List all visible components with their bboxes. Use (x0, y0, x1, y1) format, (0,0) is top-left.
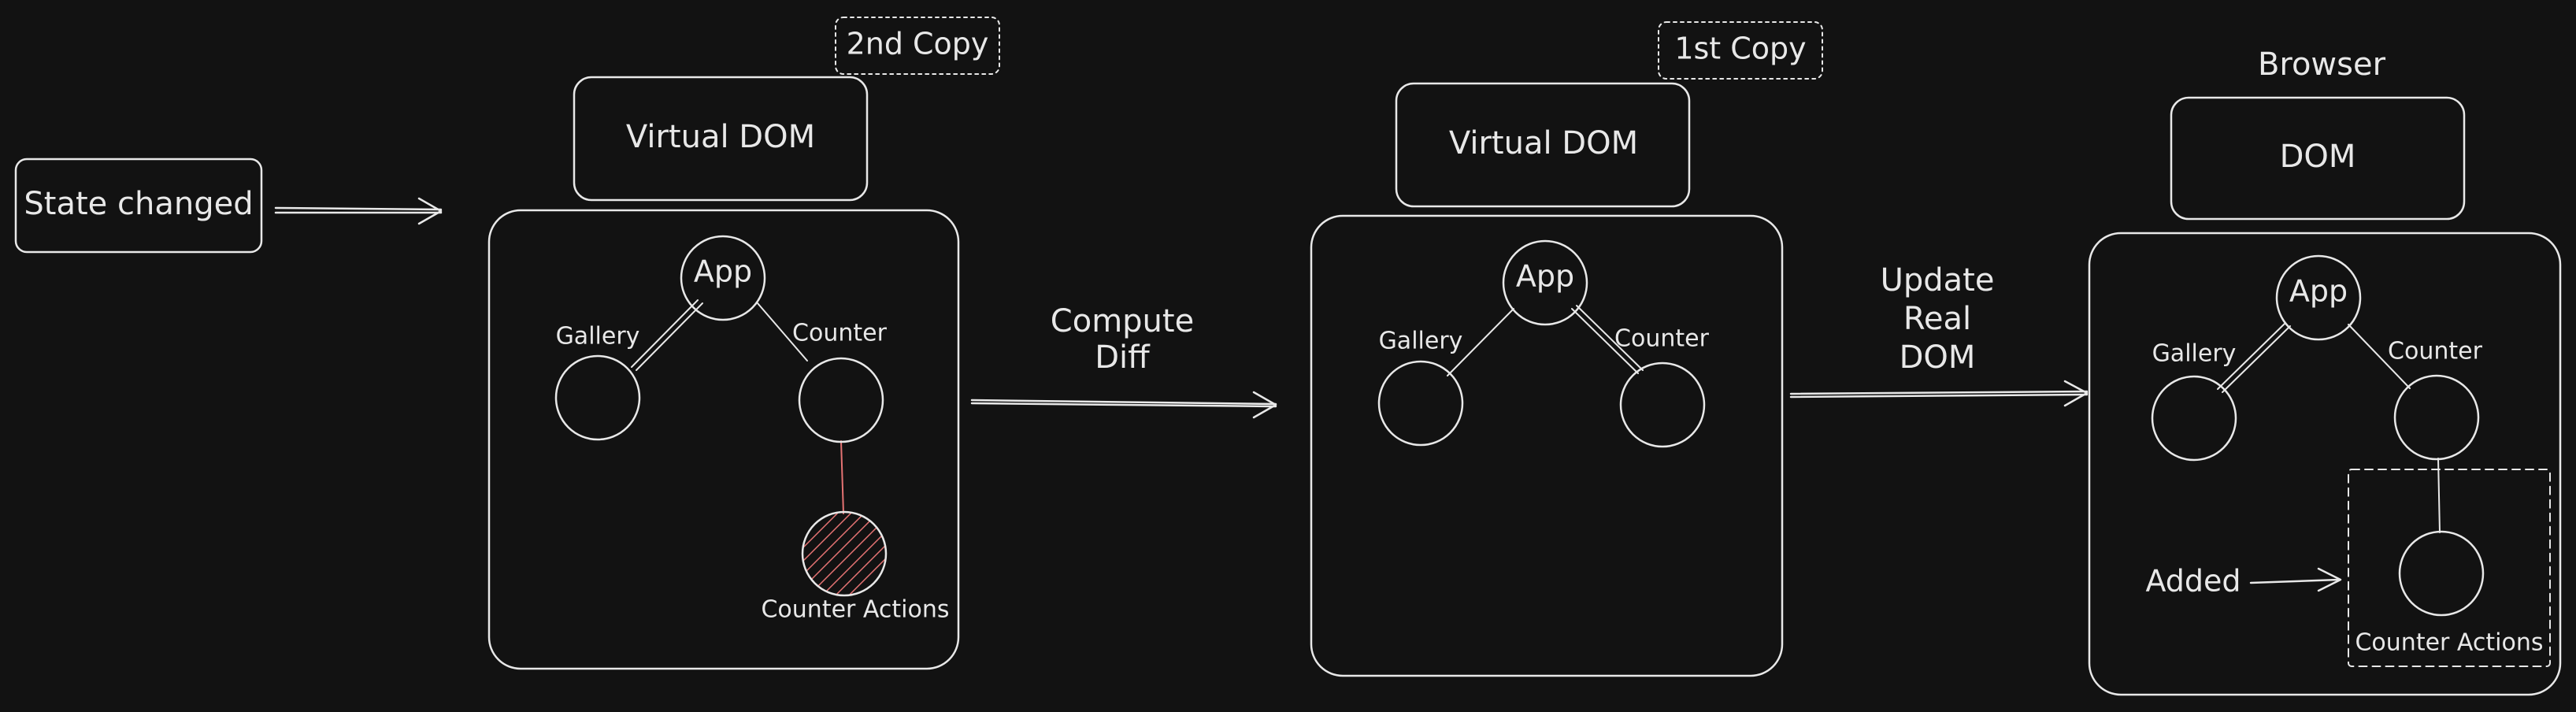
node-middle-counter (1619, 362, 1706, 448)
node-right-app (2275, 254, 2362, 341)
second-copy-label: 2nd Copy (847, 27, 989, 61)
node-middle-gallery-label: Gallery (1379, 328, 1463, 355)
node-left-counter-label: Counter (792, 320, 888, 347)
edge-left-counter-actions (840, 440, 844, 514)
added-highlight-box (2348, 469, 2551, 667)
compute-diff-label-line1: Compute (1051, 303, 1194, 339)
dom-box (2170, 96, 2466, 221)
node-right-app-label: App (2289, 274, 2348, 309)
node-left-app (680, 235, 766, 321)
arrow-added (2249, 567, 2342, 592)
compute-diff-label-line2: Diff (1095, 339, 1151, 376)
node-right-counter-actions (2398, 530, 2485, 617)
state-changed-label: State changed (24, 186, 253, 222)
virtual-dom-left-label: Virtual DOM (626, 119, 815, 155)
first-copy-tag (1658, 21, 1823, 80)
second-copy-tag (835, 17, 1000, 75)
virtual-dom-left-box (573, 76, 869, 202)
virtual-dom-middle-tree-container (1310, 214, 1784, 677)
node-right-counter (2393, 374, 2480, 461)
node-middle-app (1502, 239, 1588, 326)
edge-middle-app-gallery (1447, 308, 1514, 376)
node-right-counter-label: Counter (2388, 338, 2483, 365)
added-label: Added (2145, 564, 2241, 599)
edge-right-app-counter (2348, 324, 2411, 389)
node-left-gallery (554, 354, 641, 441)
edge-left-app-gallery (636, 302, 703, 371)
update-real-dom-label-line2: Real (1903, 301, 1971, 337)
virtual-dom-middle-label: Virtual DOM (1449, 125, 1638, 161)
node-right-counter-actions-label: Counter Actions (2355, 629, 2543, 657)
first-copy-label: 1st Copy (1674, 32, 1806, 66)
edge-right-counter-actions (2437, 458, 2441, 533)
arrow-update-real-dom (1789, 380, 2089, 407)
edge-middle-app-counter (1571, 308, 1639, 374)
node-middle-gallery (1377, 360, 1464, 447)
node-left-counter-actions (801, 510, 888, 597)
node-left-counter-actions-label: Counter Actions (761, 596, 949, 624)
node-right-gallery-label: Gallery (2152, 340, 2237, 368)
arrow-state-to-vdom (274, 197, 443, 225)
node-middle-app-label: App (1516, 259, 1574, 294)
node-left-gallery-label: Gallery (556, 323, 640, 350)
arrow-compute-diff (970, 391, 1277, 419)
state-changed-box (14, 158, 263, 254)
node-right-gallery (2151, 375, 2237, 462)
virtual-dom-middle-box (1395, 82, 1691, 208)
dom-label: DOM (2280, 139, 2356, 175)
browser-dom-tree-container (2088, 232, 2562, 696)
browser-label: Browser (2258, 46, 2386, 83)
update-real-dom-label-line3: DOM (1900, 339, 1976, 376)
edge-left-app-counter (757, 302, 808, 362)
edge-right-app-gallery (2222, 325, 2291, 393)
update-real-dom-label-line1: Update (1881, 262, 1995, 299)
node-middle-counter-label: Counter (1614, 325, 1710, 353)
node-left-app-label: App (694, 254, 752, 289)
node-left-counter (798, 357, 884, 443)
virtual-dom-left-tree-container (487, 209, 960, 670)
